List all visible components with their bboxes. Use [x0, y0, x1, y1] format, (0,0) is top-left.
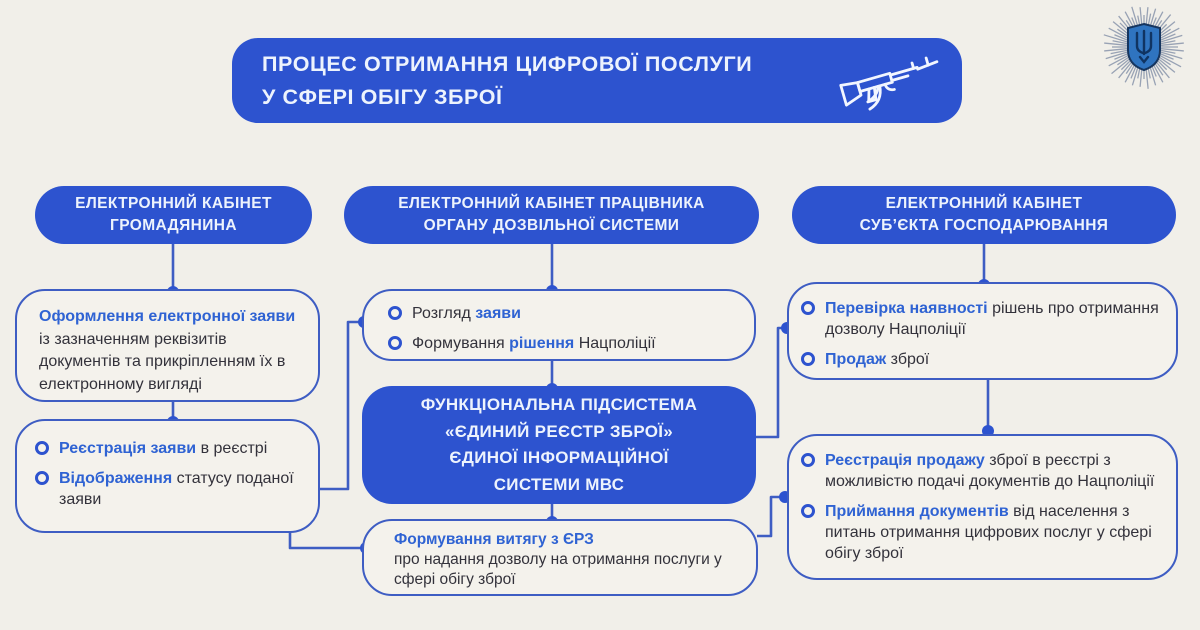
- body-text: Нацполіції: [574, 335, 656, 352]
- title-line-1: ПРОЦЕС ОТРИМАННЯ ЦИФРОВОЇ ПОСЛУГИ: [262, 51, 753, 76]
- subsystem-line: ФУНКЦІОНАЛЬНА ПІДСИСТЕМА: [420, 395, 698, 414]
- title-line-2: У СФЕРІ ОБІГУ ЗБРОЇ: [262, 84, 503, 109]
- box-business-registration-docs: Реєстрація продажу зброї в реєстрі з мож…: [787, 434, 1178, 580]
- bullet-item: Приймання документів від населення з пит…: [801, 501, 1168, 564]
- circle-bullet-icon: [801, 504, 815, 518]
- body-text: Розгляд: [412, 305, 476, 322]
- page-title: ПРОЦЕС ОТРИМАННЯ ЦИФРОВОЇ ПОСЛУГИ У СФЕР…: [232, 48, 752, 114]
- highlighted-text: рішення: [509, 335, 575, 352]
- bullet-item: Продаж зброї: [801, 349, 1168, 370]
- circle-bullet-icon: [388, 336, 402, 350]
- box-paragraph: Оформлення електронної заяви із зазначенн…: [39, 306, 302, 396]
- highlighted-text: Продаж: [825, 351, 887, 368]
- box-paragraph: Формування витягу з ЄРЗ про надання дозво…: [394, 530, 746, 590]
- bullet-item: Реєстрація продажу зброї в реєстрі з мож…: [801, 450, 1168, 492]
- bullet-item: Формування рішення Нацполіції: [388, 333, 744, 354]
- header-citizen-line-1: ЕЛЕКТРОННИЙ КАБІНЕТ: [75, 195, 272, 212]
- circle-bullet-icon: [388, 306, 402, 320]
- title-banner: ПРОЦЕС ОТРИМАННЯ ЦИФРОВОЇ ПОСЛУГИ У СФЕР…: [232, 38, 962, 123]
- body-text: Формування: [412, 335, 510, 352]
- body-text: про надання дозволу на отримання послуги…: [394, 551, 722, 588]
- header-citizen-line-2: ГРОМАДЯНИНА: [110, 217, 237, 234]
- bullet-text: Реєстрація заяви в реєстрі: [59, 438, 267, 459]
- circle-bullet-icon: [801, 453, 815, 467]
- subsystem-line: «ЄДИНИЙ РЕЄСТР ЗБРОЇ»: [444, 421, 674, 441]
- highlighted-text: Оформлення електронної заяви: [39, 308, 296, 325]
- connector-subsystem-to-business1: [755, 326, 784, 439]
- bullet-text: Продаж зброї: [825, 349, 929, 370]
- highlighted-text: Реєстрація заяви: [59, 440, 197, 457]
- mvs-emblem: [1101, 4, 1187, 90]
- subsystem-line: СИСТЕМИ МВС: [493, 474, 625, 494]
- highlighted-text: заяви: [475, 305, 521, 322]
- body-text: статусу поданої заяви: [59, 470, 294, 508]
- connector-extract-to-business2: [757, 495, 782, 538]
- bullet-item: Відображення статусу поданої заяви: [35, 468, 308, 510]
- header-business-line-2: СУБ’ЄКТА ГОСПОДАРЮВАННЯ: [859, 217, 1109, 234]
- header-worker-cabinet: ЕЛЕКТРОННИЙ КАБІНЕТ ПРАЦІВНИКА ОРГАНУ ДО…: [344, 186, 759, 244]
- body-text: в реєстрі: [196, 440, 268, 457]
- body-text: від населення з питань отримання цифрови…: [825, 503, 1152, 562]
- ak47-rifle-icon: [839, 56, 939, 111]
- bullet-text: Формування рішення Нацполіції: [412, 333, 656, 354]
- bullet-item: Перевірка наявності рішень про отримання…: [801, 298, 1168, 340]
- bullet-text: Приймання документів від населення з пит…: [825, 501, 1168, 564]
- highlighted-text: Приймання документів: [825, 503, 1009, 520]
- circle-bullet-icon: [35, 441, 49, 455]
- bullet-text: Відображення статусу поданої заяви: [59, 468, 308, 510]
- bullet-text: Реєстрація продажу зброї в реєстрі з мож…: [825, 450, 1168, 492]
- header-worker-line-1: ЕЛЕКТРОННИЙ КАБІНЕТ ПРАЦІВНИКА: [398, 195, 705, 212]
- circle-bullet-icon: [801, 301, 815, 315]
- body-text: із зазначенням реквізитів документів та …: [39, 330, 286, 393]
- header-citizen-cabinet: ЕЛЕКТРОННИЙ КАБІНЕТ ГРОМАДЯНИНА: [35, 186, 312, 244]
- highlighted-text: Перевірка наявності: [825, 300, 988, 317]
- subsystem-line: ЄДИНОЇ ІНФОРМАЦІЙНОЇ: [449, 448, 669, 467]
- header-business-cabinet: ЕЛЕКТРОННИЙ КАБІНЕТ СУБ’ЄКТА ГОСПОДАРЮВА…: [792, 186, 1176, 244]
- bullet-text: Перевірка наявності рішень про отримання…: [825, 298, 1168, 340]
- box-extract-generation: Формування витягу з ЄРЗ про надання дозво…: [362, 519, 758, 596]
- highlighted-text: Реєстрація продажу: [825, 452, 985, 469]
- bullet-text: Розгляд заяви: [412, 303, 521, 324]
- highlighted-text: Відображення: [59, 470, 173, 487]
- connector-citizen2-to-worker1: [319, 320, 361, 491]
- bullet-item: Реєстрація заяви в реєстрі: [35, 438, 308, 459]
- box-unified-weapons-register: ФУНКЦІОНАЛЬНА ПІДСИСТЕМА «ЄДИНИЙ РЕЄСТР З…: [362, 386, 756, 504]
- body-text: рішень про отримання дозволу Нацполіції: [825, 300, 1159, 338]
- header-business-line-1: ЕЛЕКТРОННИЙ КАБІНЕТ: [885, 195, 1083, 212]
- connector-citizen2-to-extract: [288, 531, 364, 550]
- trident-shield-icon: [1127, 22, 1161, 72]
- body-text: зброї: [886, 351, 930, 368]
- header-worker-line-2: ОРГАНУ ДОЗВІЛЬНОЇ СИСТЕМИ: [423, 217, 680, 234]
- body-text: зброї в реєстрі з можливістю подачі доку…: [825, 452, 1155, 490]
- circle-bullet-icon: [35, 471, 49, 485]
- box-citizen-application: Оформлення електронної заяви із зазначенн…: [15, 289, 320, 402]
- circle-bullet-icon: [801, 352, 815, 366]
- highlighted-text: Формування витягу з ЄРЗ: [394, 531, 594, 548]
- box-business-check-sale: Перевірка наявності рішень про отримання…: [787, 282, 1178, 380]
- bullet-item: Розгляд заяви: [388, 303, 744, 324]
